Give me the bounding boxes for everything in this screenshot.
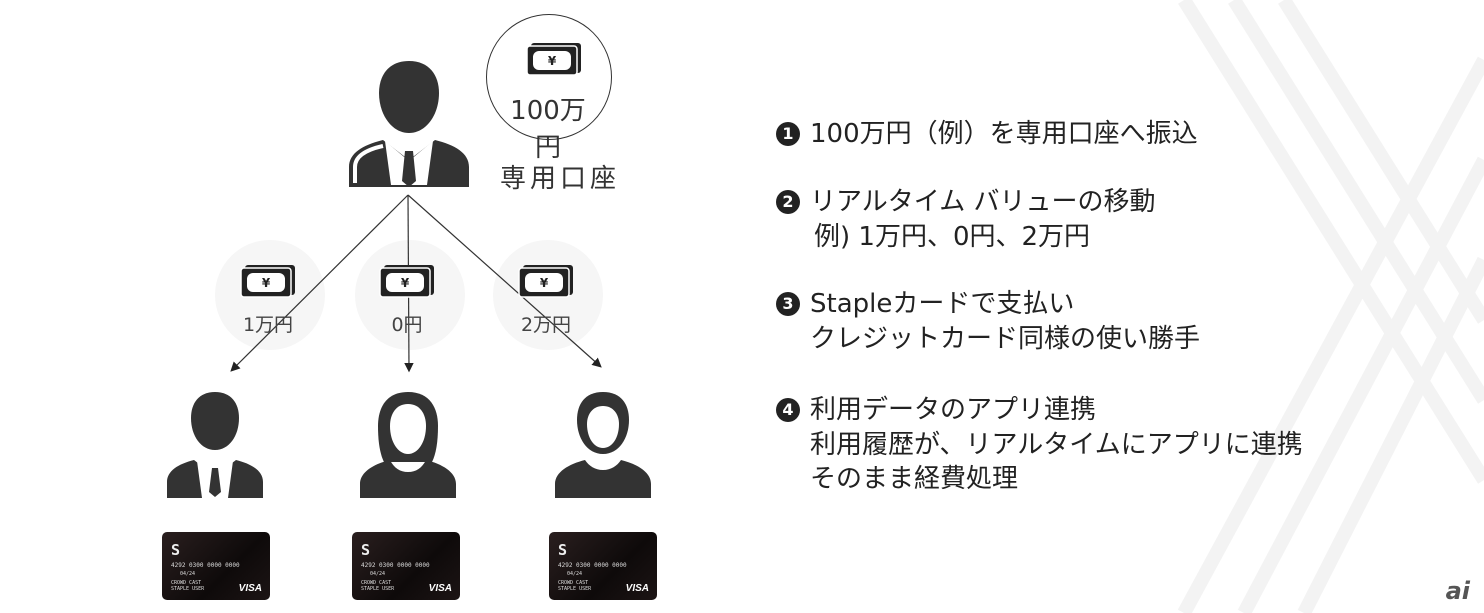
card-number: 4292 0300 0000 0000 (558, 562, 627, 569)
banknote-icon: ¥ (379, 265, 434, 298)
banknote-icon: ¥ (526, 43, 581, 76)
step-text: リアルタイム バリューの移動 (810, 187, 1156, 217)
amount-circle (486, 14, 612, 140)
banknote-icon: ¥ (240, 265, 295, 298)
visa-logo: VISA (238, 583, 262, 594)
man-icon (167, 392, 263, 498)
step-badge: 1 (776, 122, 800, 146)
step-badge: 2 (776, 190, 800, 214)
card-expiry: 04/24 (180, 571, 196, 577)
top-amount: 100万円 (510, 96, 586, 163)
card-expiry: 04/24 (370, 571, 386, 577)
visa-logo: VISA (625, 583, 649, 594)
card-logo: S (361, 541, 371, 559)
step-2: 2 リアルタイム バリューの移動 (776, 181, 1156, 218)
step-1: 1 100万円（例）を専用口座へ振込 (776, 113, 1198, 150)
card-number: 4292 0300 0000 0000 (171, 562, 240, 569)
step-badge: 3 (776, 292, 800, 316)
svg-text:¥: ¥ (401, 276, 410, 290)
card-expiry: 04/24 (567, 571, 583, 577)
step-text: Stapleカードで支払い (810, 289, 1075, 319)
step-text: そのまま経費処理 (810, 464, 1019, 494)
card-logo: S (171, 541, 181, 559)
watermark-logo: ai (1445, 577, 1470, 605)
step-text: 100万円（例）を専用口座へ振込 (810, 119, 1198, 149)
card-number: 4292 0300 0000 0000 (361, 562, 430, 569)
step-text: 利用履歴が、リアルタイムにアプリに連携 (810, 430, 1303, 460)
businessman-icon (349, 61, 469, 187)
step-3: 3 Stapleカードで支払い (776, 283, 1074, 320)
person-icon (555, 392, 651, 498)
step-badge: 4 (776, 398, 800, 422)
banknote-icon: ¥ (518, 265, 573, 298)
step-text: クレジットカード同様の使い勝手 (810, 324, 1201, 354)
transfer-amount: 1万円 (242, 314, 294, 336)
step-text: 利用データのアプリ連携 (810, 395, 1097, 425)
svg-text:¥: ¥ (540, 276, 549, 290)
account-label: 専用口座 (499, 164, 620, 194)
step-text: 例) 1万円、0円、2万円 (814, 222, 1091, 252)
transfer-amount: 2万円 (520, 314, 572, 336)
svg-text:¥: ¥ (262, 276, 271, 290)
woman-icon (360, 392, 456, 498)
step-4: 4 利用データのアプリ連携 (776, 389, 1096, 426)
visa-logo: VISA (428, 583, 452, 594)
svg-text:¥: ¥ (548, 54, 557, 68)
transfer-amount: 0円 (391, 314, 423, 336)
background-x-pattern (1177, 0, 1484, 613)
card-logo: S (558, 541, 568, 559)
